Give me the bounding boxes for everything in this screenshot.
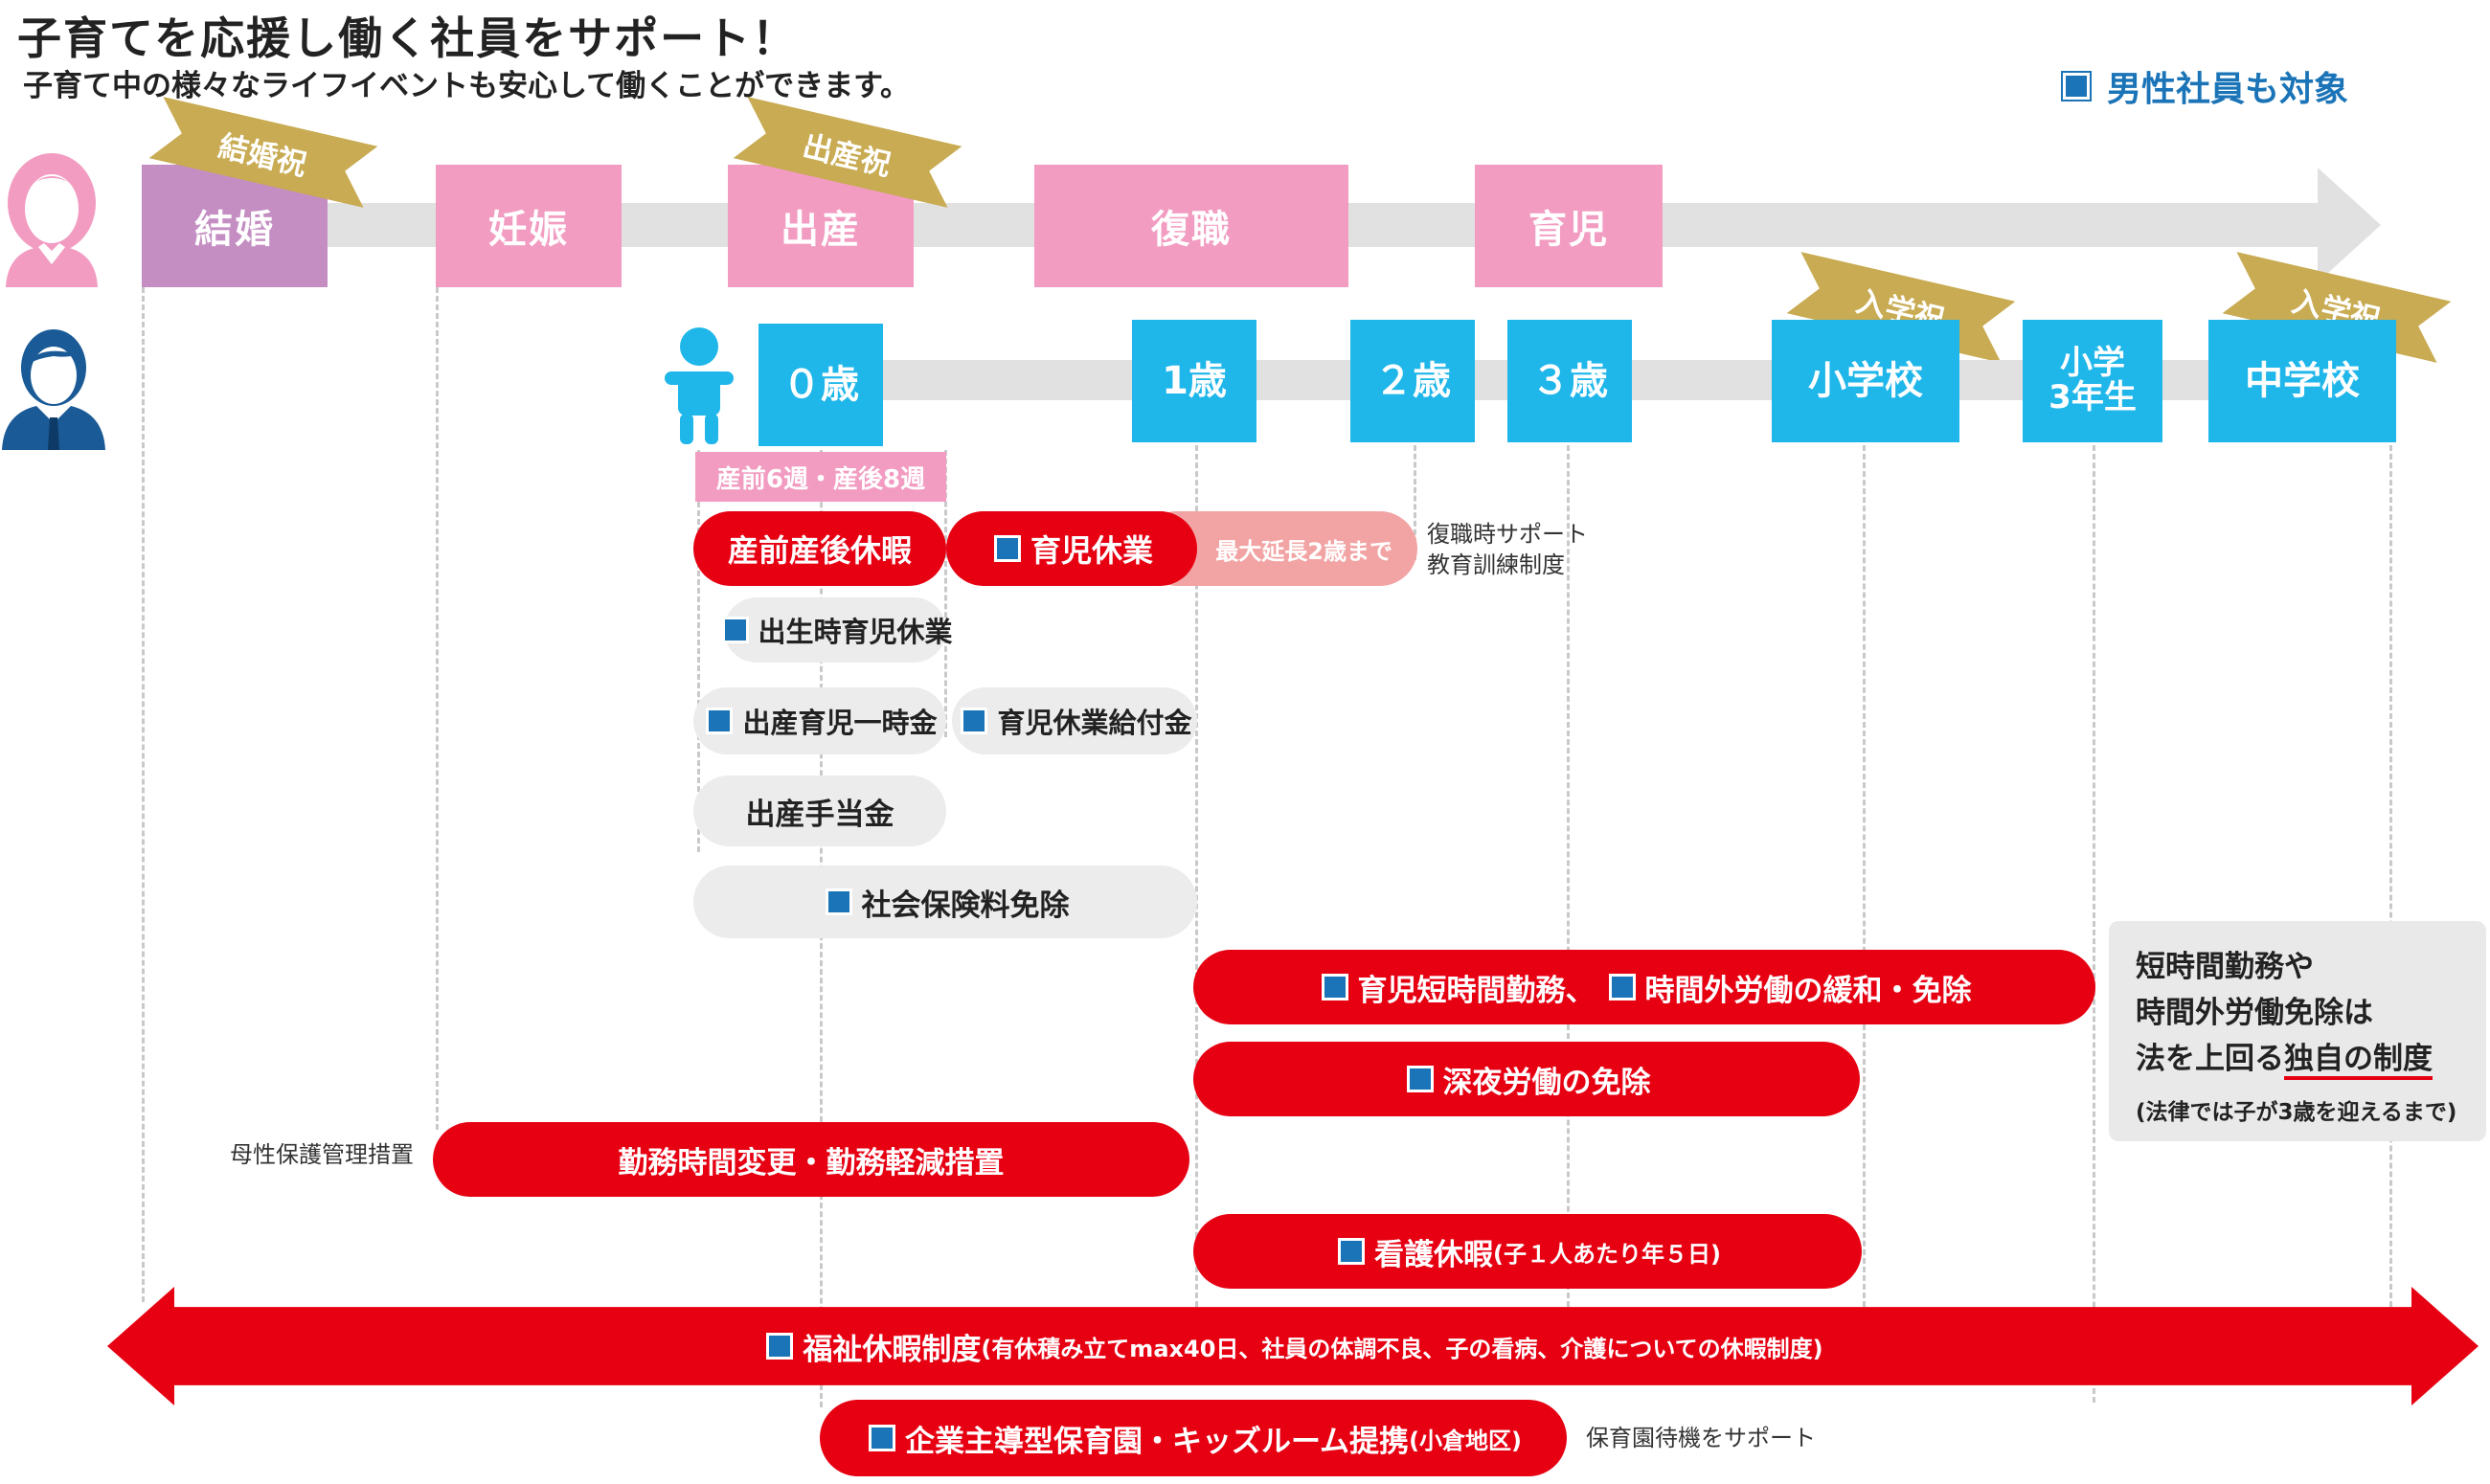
nursery-detail: (小倉地区) [1409,1427,1522,1454]
maternity-leave-pill: 産前産後休暇 [693,511,946,586]
guide-line-age1 [1195,445,1198,1307]
law-note-line3a: 法を上回る [2136,1042,2284,1076]
guide-line-pregnancy [436,287,439,1130]
square-marker-icon [1321,974,1348,1001]
night-work-pill: 深夜労働の免除 [1193,1042,1860,1116]
insurance-exemption-label: 社会保険料免除 [861,888,1070,923]
insurance-exemption-pill: 社会保険料免除 [693,866,1197,938]
age-grade3: 小学 3年生 [2023,320,2162,442]
childcare-leave-pill: 育児休業 [946,511,1197,586]
age-3: ３歳 [1507,320,1632,442]
woman-icon [6,153,98,287]
guide-line-post [944,450,947,737]
lump-sum-label: 出産育児一時金 [742,707,938,739]
stage-pregnancy: 妊娠 [436,165,622,287]
guide-line-age2 [1414,445,1416,560]
guide-line-marriage [142,287,145,1302]
age-elementary: 小学校 [1772,320,1959,442]
nursery-note: 保育園待機をサポート [1586,1425,1816,1451]
nursery-pill: 企業主導型保育園・キッズルーム提携 (小倉地区) [820,1400,1567,1476]
guide-line-elementary [1863,445,1866,1307]
overtime-label: 時間外労働の緩和・免除 [1644,973,1972,1008]
lump-sum-pill: 出産育児一時金 [693,687,946,754]
nursing-leave-pill: 看護休暇 (子１人あたり年５日) [1193,1214,1862,1289]
legend-label: 男性社員も対象 [2107,70,2349,109]
age-1: 1歳 [1132,320,1256,442]
welfare-leave-detail: (有休積み立てmax40日、社員の体調不良、子の看病、介護についての休暇制度) [981,1335,1823,1362]
law-note-highlight: 独自の制度 [2284,1042,2433,1080]
page-title: 子育てを応援し働く社員をサポート！ [17,12,799,64]
square-marker-icon [993,535,1021,562]
law-note-line2: 時間外労働免除は [2136,996,2373,1030]
stage-return: 復職 [1034,165,1348,287]
age-0: ０歳 [758,324,883,446]
parent-timeline-arrowhead [2318,168,2381,282]
birth-leave-label: 出生時育児休業 [758,616,953,648]
short-time-label: 育児短時間勤務、 [1357,973,1596,1008]
square-marker-icon [1338,1238,1366,1265]
square-marker-icon [706,708,734,734]
childcare-benefit-pill: 育児休業給付金 [952,687,1197,754]
return-support-note: 復職時サポート 教育訓練制度 [1427,521,1588,579]
work-change-pill: 勤務時間変更・勤務軽減措置 [433,1122,1189,1197]
square-marker-icon [2063,73,2090,100]
nursery-label: 企業主導型保育園・キッズルーム提携 [904,1424,1410,1459]
guide-line-pre [697,450,700,852]
maternity-allowance-pill: 出産手当金 [693,776,946,846]
nursing-leave-label: 看護休暇 [1374,1237,1494,1272]
legend: 男性社員も対象 [2059,61,2348,111]
square-marker-icon [1406,1066,1434,1092]
law-note-footnote: (法律では子が3歳を迎えるまで) [2136,1100,2457,1125]
guide-line-age3 [1567,445,1570,1307]
square-marker-icon [825,888,852,915]
square-marker-icon [766,1333,794,1360]
birth-leave-pill: 出生時育児休業 [721,597,953,663]
guide-line-grade3 [2093,445,2095,1403]
square-marker-icon [721,617,749,643]
guide-line-junior-high [2389,445,2392,1307]
age-junior-high: 中学校 [2208,320,2396,442]
extension-label: 最大延長2歳まで [1215,537,1392,565]
square-marker-icon [868,1425,895,1451]
child-icon [665,327,734,444]
stage-childcare: 育児 [1475,165,1663,287]
maternal-protection-note: 母性保護管理措置 [230,1141,414,1168]
welfare-leave-label: 福祉休暇制度 [803,1332,982,1367]
law-note-line3: 法を上回る独自の制度 [2136,1034,2433,1080]
age-2: ２歳 [1350,320,1475,442]
childcare-benefit-label: 育児休業給付金 [997,707,1192,739]
welfare-leave-text: 福祉休暇制度 (有休積み立てmax40日、社員の体調不良、子の看病、介護について… [107,1308,2479,1384]
square-marker-icon [1608,974,1636,1001]
law-note-box: 短時間勤務や 時間外労働免除は 法を上回る独自の制度 (法律では子が3歳を迎える… [2109,921,2486,1141]
page-subtitle: 子育て中の様々なライフイベントも安心して働くことができます。 [23,69,910,103]
pre-post-label: 産前6週・産後8週 [695,452,946,502]
childcare-leave-label: 育児休業 [1030,532,1153,569]
square-marker-icon [961,708,988,734]
night-work-label: 深夜労働の免除 [1442,1065,1651,1100]
short-time-work-pill: 育児短時間勤務、 時間外労働の緩和・免除 [1193,950,2095,1024]
businessman-icon [2,329,105,450]
nursing-leave-detail: (子１人あたり年５日) [1493,1240,1721,1268]
law-note-line1: 短時間勤務や [2136,950,2314,984]
